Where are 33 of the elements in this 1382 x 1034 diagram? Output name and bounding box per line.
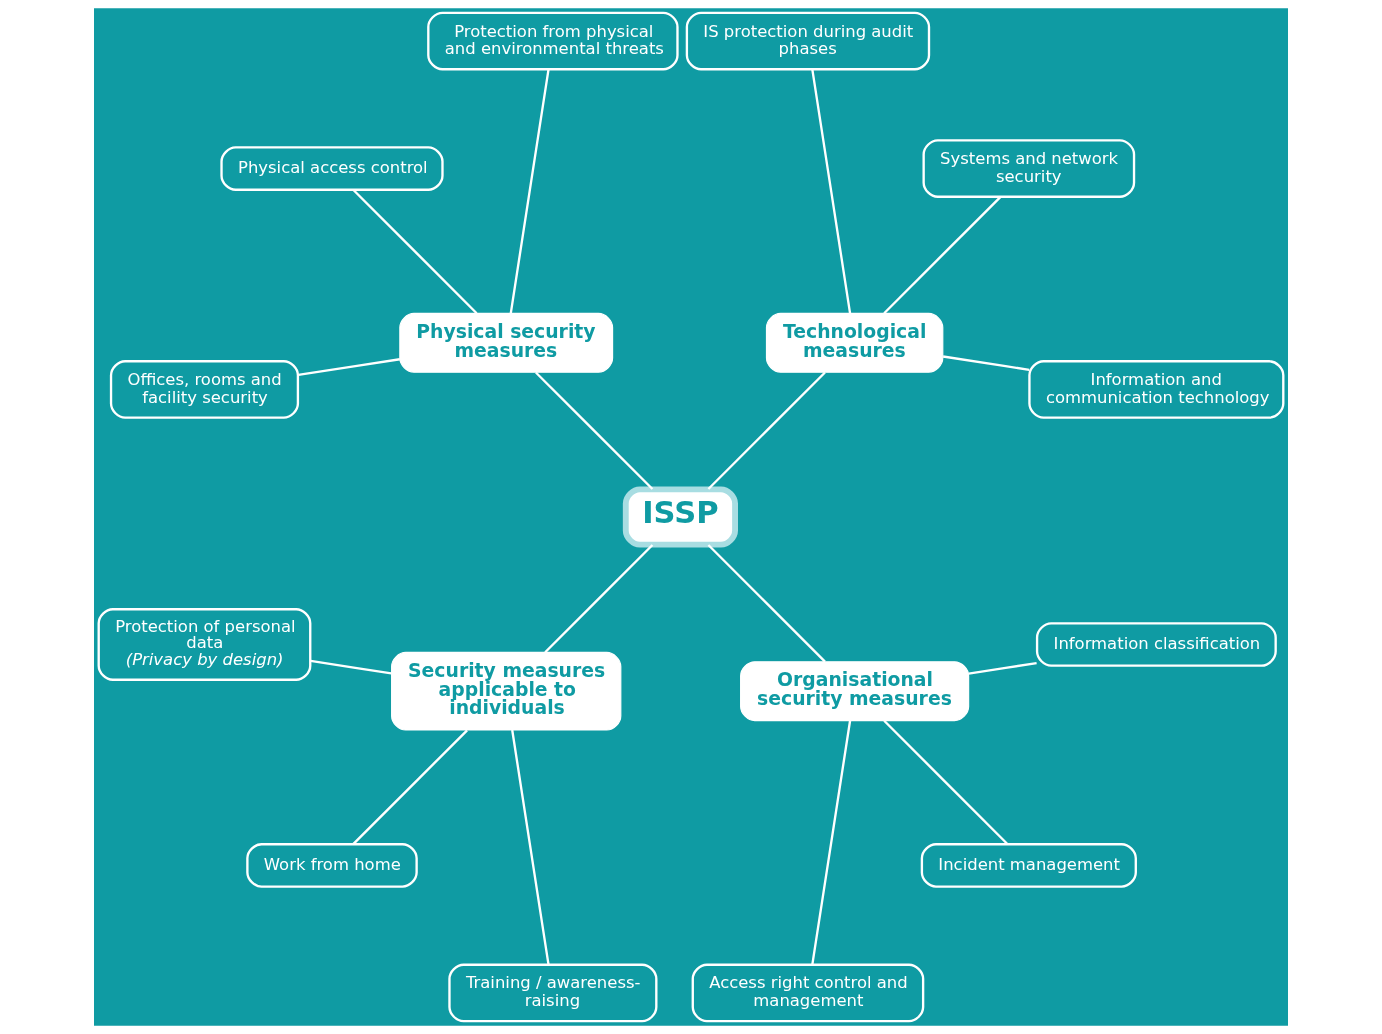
connector bbox=[310, 659, 392, 675]
connector bbox=[509, 69, 550, 314]
connector bbox=[352, 189, 478, 315]
connector bbox=[811, 720, 852, 965]
node-box: Technological measures bbox=[765, 312, 944, 373]
connector bbox=[707, 544, 826, 663]
node-box: ISSP bbox=[622, 486, 738, 548]
connector bbox=[535, 371, 654, 490]
node-box: Security measures applicable to individuals bbox=[391, 651, 622, 731]
node-box: Information and communication technology bbox=[1028, 360, 1285, 419]
node-box: Physical access control bbox=[220, 146, 444, 191]
node-box: Organisational security measures bbox=[740, 661, 970, 722]
connector bbox=[298, 358, 400, 377]
connector bbox=[968, 661, 1037, 675]
node-box: Access right control and management bbox=[691, 963, 925, 1023]
connector bbox=[707, 371, 826, 490]
node-box: Information classification bbox=[1035, 622, 1277, 667]
node-box: IS protection during audit phases bbox=[685, 11, 931, 71]
connector bbox=[883, 196, 1002, 315]
node-box: Systems and network security bbox=[922, 139, 1136, 198]
node-box: Incident management bbox=[920, 843, 1137, 888]
connector bbox=[883, 719, 1009, 845]
connector bbox=[544, 544, 654, 654]
connector bbox=[511, 729, 550, 965]
node-box: Protection of personal data (Privacy by design) bbox=[97, 608, 312, 681]
node-box: Training / awareness-raising bbox=[448, 963, 658, 1023]
node-box: Protection from physical and environmental threats bbox=[427, 11, 679, 71]
node-box: Offices, rooms and facility security bbox=[109, 360, 300, 419]
connector bbox=[942, 355, 1030, 371]
connector bbox=[811, 69, 852, 314]
node-box: Work from home bbox=[246, 843, 418, 888]
node-box: Physical security measures bbox=[399, 312, 614, 373]
connector bbox=[352, 729, 468, 845]
